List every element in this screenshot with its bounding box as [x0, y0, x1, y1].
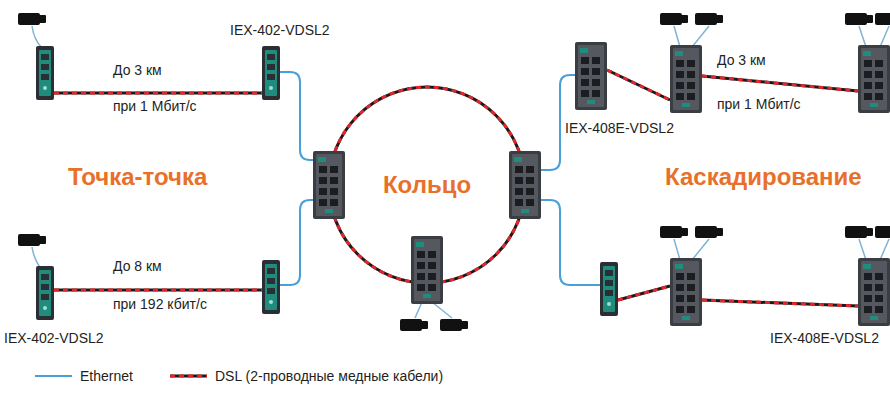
device-label: при 1 Мбит/с	[717, 96, 801, 112]
device-label: До 8 км	[113, 258, 162, 274]
device-label: при 192 кбит/с	[113, 296, 207, 312]
legend-text: Ethernet	[80, 368, 133, 384]
section-heading: Каскадирование	[665, 163, 862, 191]
device-label: при 1 Мбит/с	[113, 98, 197, 114]
section-heading: Точка-точка	[68, 163, 207, 191]
device-label: До 3 км	[717, 52, 766, 68]
device-label: До 3 км	[113, 62, 162, 78]
device-label: IEX-402-VDSL2	[230, 22, 330, 38]
device-label: IEX-408E-VDSL2	[565, 120, 674, 136]
device-label: IEX-408E-VDSL2	[770, 330, 879, 346]
device-label: IEX-402-VDSL2	[4, 330, 104, 346]
legend-text: DSL (2-проводные медные кабели)	[215, 368, 443, 384]
section-heading: Кольцо	[383, 171, 471, 199]
